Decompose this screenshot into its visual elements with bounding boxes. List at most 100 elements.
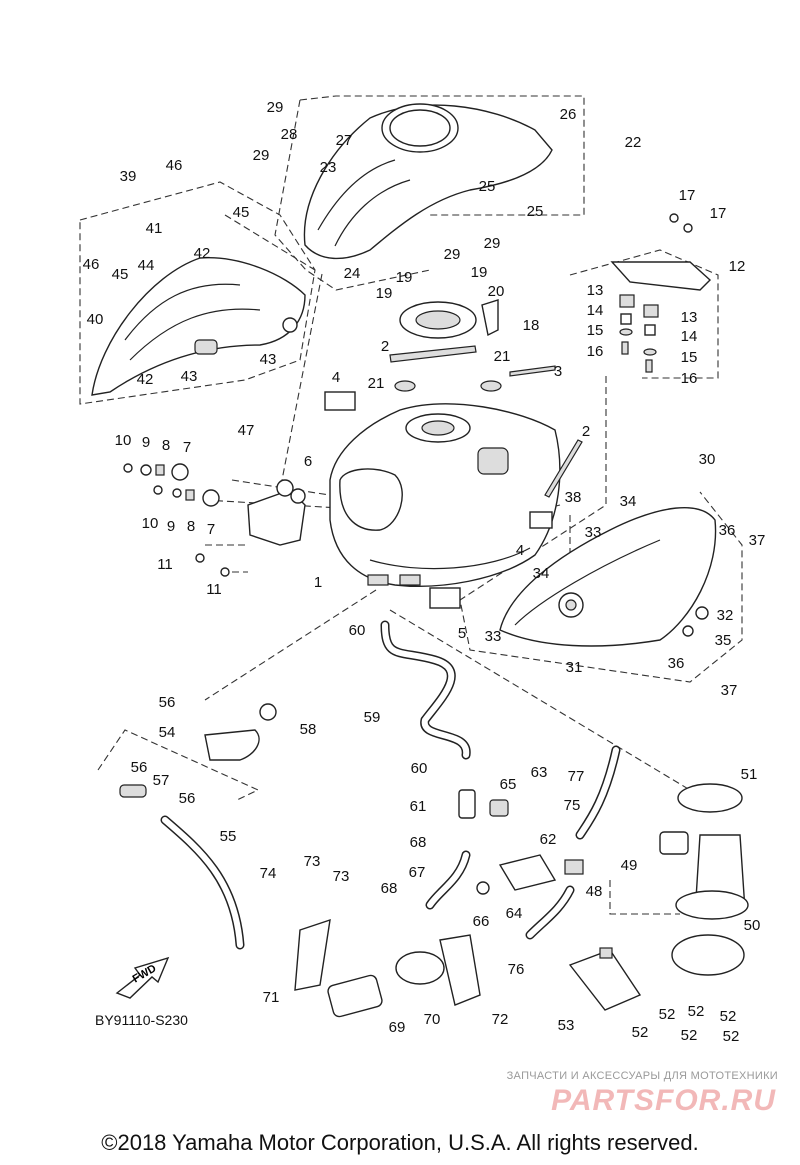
- callout-45: 45: [233, 204, 250, 221]
- callout-56: 56: [179, 790, 196, 807]
- callout-30: 30: [699, 451, 716, 468]
- callout-8: 8: [162, 437, 170, 454]
- right-bracket-parts: [610, 213, 712, 373]
- callout-13: 13: [587, 282, 604, 299]
- callout-14: 14: [681, 328, 698, 345]
- callout-68: 68: [381, 880, 398, 897]
- callout-67: 67: [409, 864, 426, 881]
- fwd-arrow-icon: [115, 956, 170, 999]
- callout-73: 73: [304, 853, 321, 870]
- callout-52: 52: [720, 1008, 737, 1025]
- canister-assembly: [294, 918, 481, 1018]
- callout-27: 27: [336, 132, 353, 149]
- callout-31: 31: [566, 659, 583, 676]
- callout-77: 77: [568, 768, 585, 785]
- callout-34: 34: [620, 493, 637, 510]
- callout-9: 9: [167, 518, 175, 535]
- callout-17: 17: [679, 187, 696, 204]
- callout-14: 14: [587, 302, 604, 319]
- callout-18: 18: [523, 317, 540, 334]
- callout-37: 37: [721, 682, 738, 699]
- fuel-hoses: [160, 620, 621, 950]
- callout-60: 60: [349, 622, 366, 639]
- callout-4: 4: [332, 369, 340, 386]
- callout-48: 48: [586, 883, 603, 900]
- tank-top-cover: [303, 103, 553, 260]
- callout-6: 6: [304, 453, 312, 470]
- grommets: [394, 380, 502, 392]
- fuel-pump-assembly: [568, 783, 749, 1011]
- callout-5: 5: [458, 625, 466, 642]
- callout-24: 24: [344, 265, 361, 282]
- callout-33: 33: [585, 524, 602, 541]
- callout-29: 29: [444, 246, 461, 263]
- callout-72: 72: [492, 1011, 509, 1028]
- callout-57: 57: [153, 772, 170, 789]
- callout-41: 41: [146, 220, 163, 237]
- callout-52: 52: [723, 1028, 740, 1045]
- fasteners-left: [123, 463, 230, 577]
- callout-12: 12: [729, 258, 746, 275]
- callout-44: 44: [138, 257, 155, 274]
- callout-52: 52: [632, 1024, 649, 1041]
- callout-16: 16: [587, 343, 604, 360]
- callout-53: 53: [558, 1017, 575, 1034]
- callout-75: 75: [564, 797, 581, 814]
- callout-76: 76: [508, 961, 525, 978]
- callout-33: 33: [485, 628, 502, 645]
- callout-63: 63: [531, 764, 548, 781]
- callout-11: 11: [206, 581, 222, 598]
- callout-23: 23: [320, 159, 337, 176]
- callout-21: 21: [368, 375, 385, 392]
- callout-74: 74: [260, 865, 277, 882]
- callout-52: 52: [681, 1027, 698, 1044]
- callout-28: 28: [281, 126, 298, 143]
- callout-66: 66: [473, 913, 490, 930]
- callout-73: 73: [333, 868, 350, 885]
- callout-37: 37: [749, 532, 766, 549]
- callout-11: 11: [157, 556, 173, 573]
- callout-64: 64: [506, 905, 523, 922]
- callout-60: 60: [411, 760, 428, 777]
- callout-56: 56: [131, 759, 148, 776]
- callout-19: 19: [376, 285, 393, 302]
- callout-47: 47: [238, 422, 255, 439]
- callout-21: 21: [494, 348, 511, 365]
- callout-51: 51: [741, 766, 758, 783]
- callout-13: 13: [681, 309, 698, 326]
- callout-62: 62: [540, 831, 557, 848]
- callout-25: 25: [527, 203, 544, 220]
- callout-22: 22: [625, 134, 642, 151]
- callout-55: 55: [220, 828, 237, 845]
- callout-19: 19: [471, 264, 488, 281]
- callout-10: 10: [142, 515, 159, 532]
- callout-52: 52: [688, 1003, 705, 1020]
- callout-4: 4: [516, 542, 524, 559]
- callout-69: 69: [389, 1019, 406, 1036]
- breather-assembly: [119, 703, 277, 798]
- callout-7: 7: [207, 521, 215, 538]
- seat: [499, 506, 717, 647]
- callout-9: 9: [142, 434, 150, 451]
- callout-2: 2: [381, 338, 389, 355]
- strips-and-pads: [324, 345, 583, 609]
- callout-26: 26: [560, 106, 577, 123]
- side-cover: [91, 257, 306, 396]
- callout-65: 65: [500, 776, 517, 793]
- callout-34: 34: [533, 565, 550, 582]
- callout-52: 52: [659, 1006, 676, 1023]
- callout-68: 68: [410, 834, 427, 851]
- callout-49: 49: [621, 857, 638, 874]
- diagram-code: BY91110-S230: [95, 1012, 188, 1028]
- callout-32: 32: [717, 607, 734, 624]
- callout-71: 71: [263, 989, 280, 1006]
- callout-38: 38: [565, 489, 582, 506]
- callout-2: 2: [582, 423, 590, 440]
- callout-16: 16: [681, 370, 698, 387]
- callout-46: 46: [166, 157, 183, 174]
- callout-39: 39: [120, 168, 137, 185]
- callout-50: 50: [744, 917, 761, 934]
- watermark-logo: PARTSFOR.RU: [551, 1084, 776, 1117]
- fuel-tank: [329, 403, 561, 587]
